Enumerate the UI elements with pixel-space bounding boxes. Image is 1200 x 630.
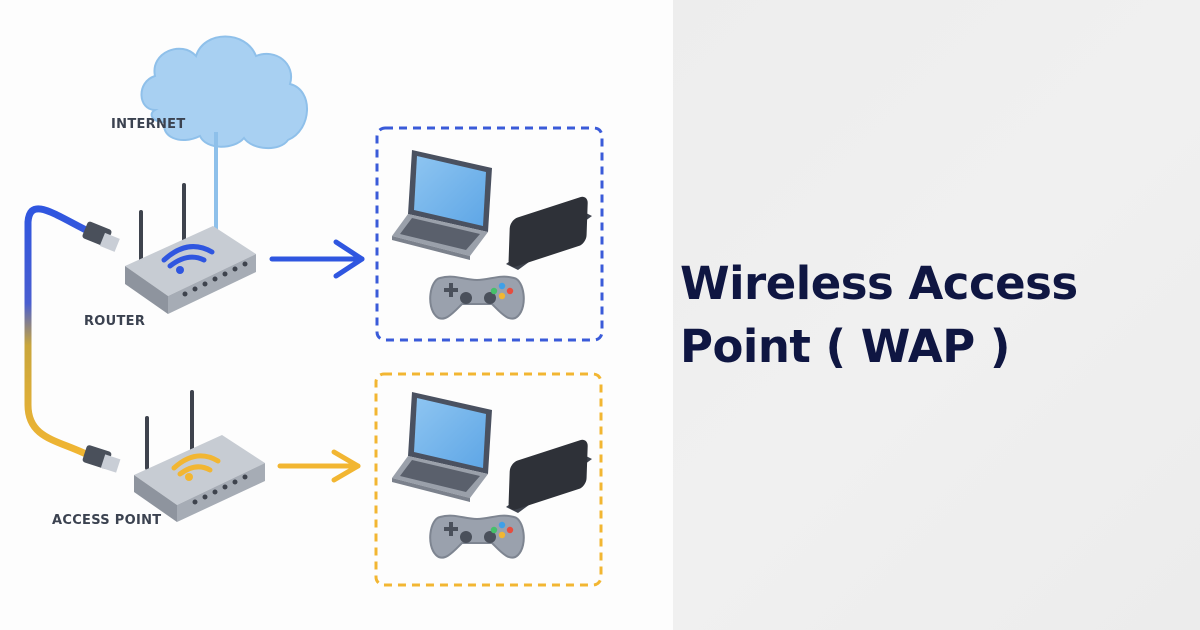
- ethernet-plug-icon: [82, 445, 121, 473]
- arrow-icon: [269, 239, 365, 279]
- access-point-label: ACCESS POINT: [52, 513, 161, 528]
- gamepad-icon: [429, 275, 525, 320]
- title-panel: Wireless Access Point ( WAP ): [673, 0, 1200, 630]
- access-point-icon: [134, 390, 265, 522]
- internet-label: INTERNET: [111, 117, 186, 132]
- laptop-icon: [392, 150, 492, 260]
- access-point-device-group: [374, 372, 603, 587]
- gamepad-icon: [429, 514, 525, 559]
- tablet-icon: [506, 194, 592, 270]
- ethernet-plug-icon: [82, 221, 120, 252]
- router-device-group: [375, 126, 604, 342]
- arrow-icon: [277, 449, 361, 483]
- network-diagram: INTERNET ROUTE: [24, 35, 604, 587]
- router-label: ROUTER: [84, 314, 145, 329]
- page-title: Wireless Access Point ( WAP ): [680, 257, 1078, 373]
- tablet-icon: [506, 437, 592, 513]
- cloud-icon: [140, 35, 308, 149]
- router-icon: [125, 183, 256, 314]
- diagram-panel: INTERNET ROUTE: [24, 35, 604, 587]
- ethernet-cable: [24, 205, 96, 461]
- laptop-icon: [392, 392, 492, 502]
